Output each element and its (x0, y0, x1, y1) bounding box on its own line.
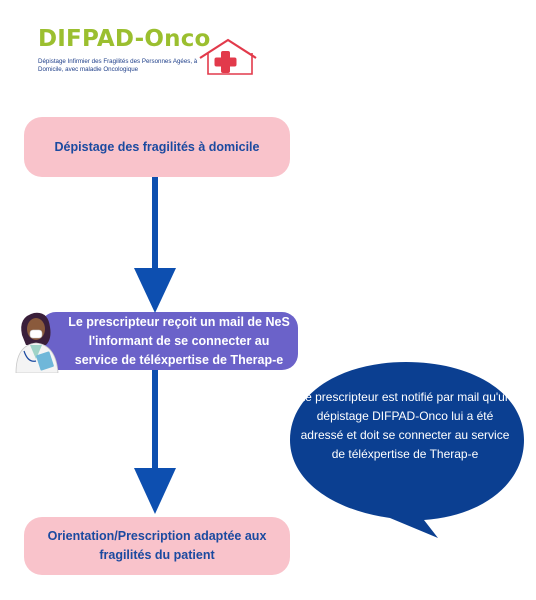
flow-step-notification-label: Le prescripteur reçoit un mail de NeS l'… (68, 314, 290, 367)
logo: DIFPAD-Onco Dépistage Infirmier des Frag… (38, 24, 268, 84)
doctor-icon (15, 312, 59, 373)
logo-title-dash: - (134, 26, 145, 52)
arrow-down-icon (134, 370, 176, 514)
logo-title-part2: Onco (144, 26, 211, 52)
flow-step-notification: Le prescripteur reçoit un mail de NeS l'… (40, 312, 298, 370)
flow-step-screening: Dépistage des fragilités à domicile (24, 117, 290, 177)
logo-title-part1: DIFPAD (38, 26, 135, 52)
flow-step-orientation: Orientation/Prescription adaptée aux fra… (24, 517, 290, 575)
flow-step-orientation-label: Orientation/Prescription adaptée aux fra… (47, 529, 267, 562)
house-icon (199, 38, 257, 75)
logo-title: DIFPAD-Onco (38, 26, 211, 52)
logo-subtitle: Dépistage Infirmier des Fragilités des P… (38, 58, 198, 73)
arrow-down-icon (134, 177, 176, 313)
speech-bubble (290, 362, 524, 538)
red-cross-icon (214, 51, 237, 73)
bubble-text: Le prescripteur est notifié par mail qu'… (298, 390, 512, 461)
flow-step-screening-label: Dépistage des fragilités à domicile (54, 139, 260, 154)
